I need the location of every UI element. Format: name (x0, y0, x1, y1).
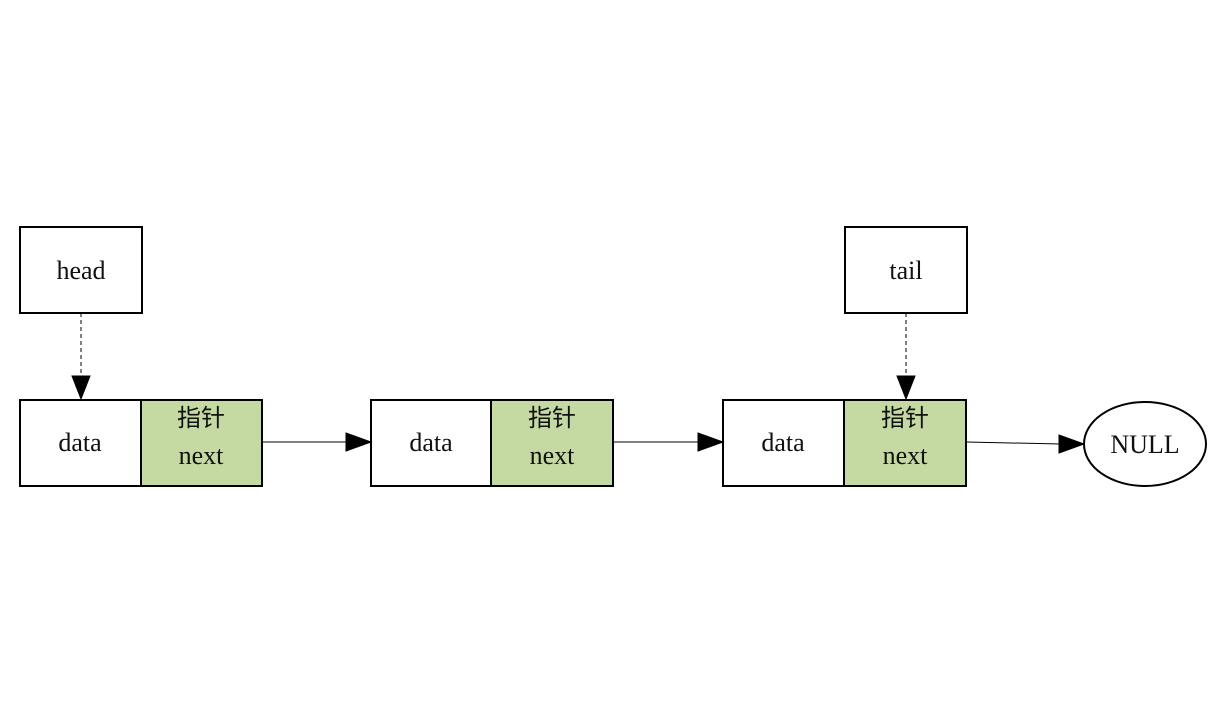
node-2-pointer-label: 指针 (528, 404, 576, 432)
node-3-to-null-arrowhead (1058, 434, 1086, 454)
tail-arrowhead (896, 375, 916, 401)
node-1-next-label: next (179, 441, 225, 470)
list-node-3: data 指针 next (722, 399, 967, 487)
list-node-1: data 指针 next (19, 399, 263, 487)
node-2-to-node-3-arrowhead (697, 432, 725, 452)
node-1-pointer-label: 指针 (177, 404, 225, 432)
node-1-to-node-2-arrowhead (345, 432, 373, 452)
null-label: NULL (1110, 430, 1179, 459)
node-3-pointer-cell (843, 399, 967, 487)
node-3-next-label: next (883, 441, 929, 470)
node-1-data-cell (19, 399, 142, 487)
null-terminator: NULL (1083, 401, 1207, 487)
head-label: head (56, 256, 105, 285)
head-pointer-box: head (19, 226, 143, 314)
tail-pointer-box: tail (844, 226, 968, 314)
node-1-data-label: data (58, 428, 102, 457)
node-2-pointer-cell (490, 399, 614, 487)
node-3-pointer-label: 指针 (881, 404, 929, 432)
node-2-next-label: next (530, 441, 576, 470)
head-arrowhead (71, 375, 91, 401)
node-3-data-cell (722, 399, 845, 487)
node-3-to-null-arrow-line (965, 441, 1062, 445)
list-node-2: data 指针 next (370, 399, 614, 487)
node-1-pointer-cell (140, 399, 263, 487)
tail-label: tail (889, 256, 922, 285)
node-3-data-label: data (761, 428, 805, 457)
node-2-data-label: data (409, 428, 453, 457)
